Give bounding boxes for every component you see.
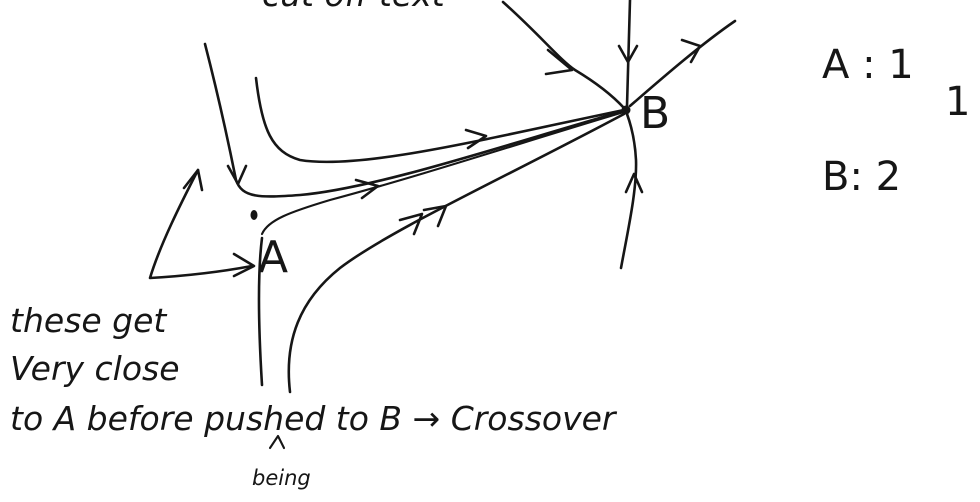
arrowhead-inner-bottom <box>398 212 424 236</box>
note-line-1: these get <box>10 301 167 340</box>
arrowhead-outer-left-down <box>226 164 248 186</box>
note-line-2: Very close <box>10 349 180 388</box>
point-b-group <box>501 0 737 270</box>
bracket-arrowhead-right <box>232 252 256 278</box>
side-label-a: A : 1 <box>822 42 914 88</box>
trajectory-second-top <box>254 76 626 164</box>
side-label-a-sub: 1 <box>945 79 970 125</box>
bracket-arrows <box>148 168 256 280</box>
arrowhead-upper-right <box>680 38 702 64</box>
converging-trajectories <box>203 42 626 394</box>
arrowhead-second <box>464 128 488 150</box>
arrowhead-upper-left <box>544 48 574 76</box>
note-insertion: being <box>252 466 311 490</box>
bracket-arrow-shape <box>148 168 254 280</box>
side-label-b: B: 2 <box>822 154 901 200</box>
trajectory-inner-bottom <box>287 112 626 394</box>
note-line-3: to A before pushed to B → Crossover <box>10 399 618 438</box>
insertion-caret <box>268 434 286 450</box>
trajectory-bottom-to-b <box>619 112 638 270</box>
trajectory-outer-top-left <box>203 42 626 198</box>
trajectory-from-a <box>260 110 626 236</box>
arrowhead-inner-bottom-2 <box>422 204 448 228</box>
trajectory-top-to-b <box>625 0 632 108</box>
point-a-group: A <box>250 210 288 283</box>
trajectory-left-of-a-down <box>257 236 264 387</box>
handwritten-note: these get Very close to A before pushed … <box>10 301 618 490</box>
bracket-arrowhead-up <box>182 168 204 192</box>
point-a-label: A <box>258 232 288 283</box>
trajectory-upper-left-to-b <box>501 0 626 110</box>
point-b-label: B <box>640 88 670 139</box>
right-side-labels: A : 1 1 B: 2 <box>822 42 970 200</box>
trajectory-upper-right-to-b <box>628 19 737 108</box>
arrowhead-bottom <box>624 172 644 194</box>
top-cropped-text: cut off text <box>262 0 446 14</box>
point-a-dot <box>250 210 258 220</box>
arrowhead-top <box>617 44 639 64</box>
